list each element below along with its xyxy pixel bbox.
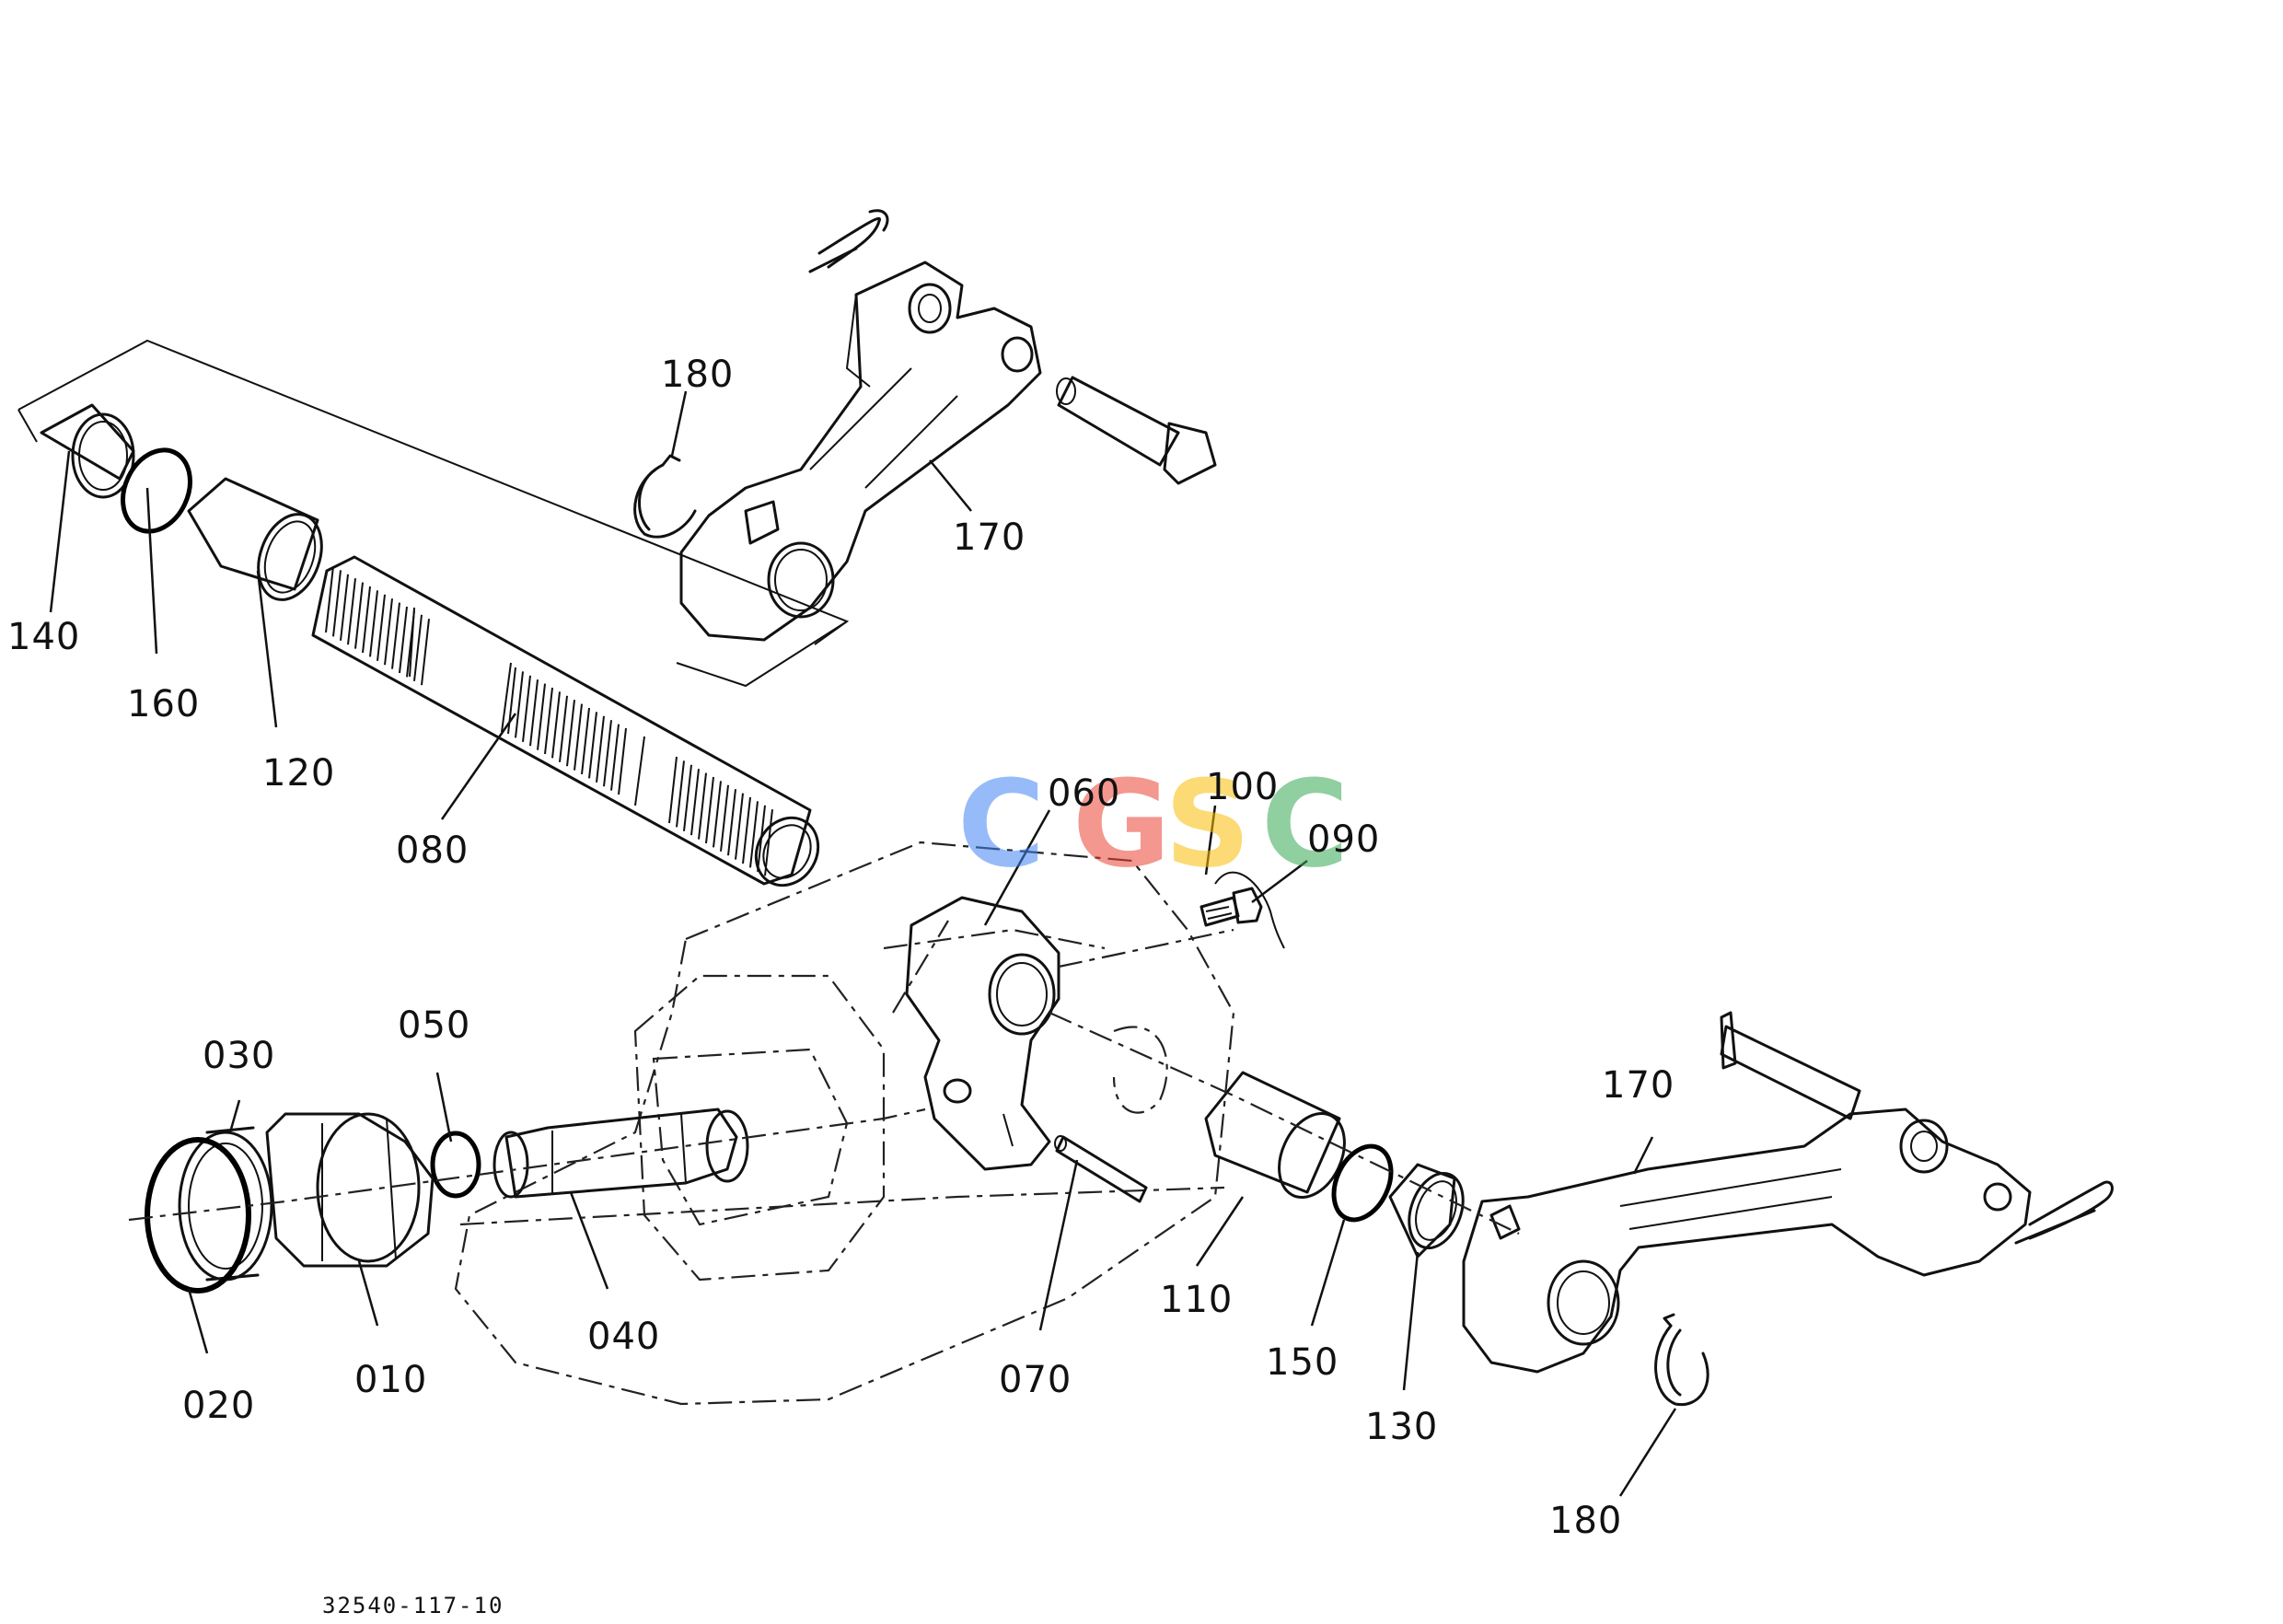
part-130-bushing bbox=[1388, 1163, 1465, 1259]
shaft-spline-ridge bbox=[705, 776, 714, 844]
cgsc-watermark-letter: C bbox=[1261, 754, 1349, 894]
shaft-spline-ridge bbox=[413, 614, 423, 681]
document-number: 32540-117-10 bbox=[322, 1593, 504, 1618]
callout-170-top: 170 bbox=[953, 516, 1026, 559]
leader-lines bbox=[49, 390, 1677, 1497]
shaft-spline-ridge bbox=[325, 565, 334, 633]
part-140-bushing bbox=[40, 403, 135, 499]
part-080-splined-shaft bbox=[311, 555, 820, 887]
part-170-lift-arm-top bbox=[679, 209, 1217, 642]
shaft-spline-ridge bbox=[757, 805, 766, 872]
shaft-spline-ridge bbox=[713, 781, 722, 848]
shaft-spline-ridge bbox=[369, 590, 378, 657]
shaft-spline-ridge bbox=[515, 671, 524, 738]
part-160-o-ring bbox=[121, 447, 192, 534]
shaft-spline-ridge bbox=[551, 691, 561, 759]
transmission-housing bbox=[454, 841, 1235, 1406]
callout-060: 060 bbox=[1048, 772, 1120, 815]
shaft-spline-ridge bbox=[574, 703, 583, 771]
shaft-spline-ridge bbox=[683, 764, 692, 831]
callout-180-bottom: 180 bbox=[1549, 1500, 1622, 1542]
shaft-spline-ridge bbox=[332, 570, 342, 637]
part-070-spring-pin bbox=[1054, 1135, 1148, 1203]
shaft-spline-group-3 bbox=[668, 756, 773, 876]
callout-040: 040 bbox=[587, 1316, 660, 1358]
cgsc-watermark-letter: C bbox=[957, 754, 1045, 894]
assembly-center-lines bbox=[128, 920, 1520, 1235]
shaft-spline-ridge bbox=[559, 695, 568, 762]
cgsc-watermark: C G S C bbox=[957, 754, 1349, 894]
callout-180-top: 180 bbox=[661, 354, 734, 396]
shaft-spline-ridge bbox=[690, 769, 700, 836]
callout-090: 090 bbox=[1307, 818, 1380, 861]
shaft-spline-ridge bbox=[529, 679, 539, 747]
callout-100: 100 bbox=[1206, 766, 1279, 808]
part-180-snap-ring-bottom bbox=[1654, 1313, 1709, 1407]
shaft-spline-ridge bbox=[596, 715, 605, 783]
callout-170-right: 170 bbox=[1602, 1064, 1675, 1107]
part-020-backup-ring bbox=[145, 1137, 251, 1293]
callout-070: 070 bbox=[999, 1359, 1072, 1401]
bracket-outline-top bbox=[17, 339, 850, 688]
shaft-spline-ridge bbox=[676, 760, 685, 828]
shaft-spline-ridge bbox=[698, 772, 707, 840]
part-010-piston bbox=[265, 1112, 435, 1268]
shaft-spline-ridge bbox=[566, 700, 575, 767]
part-170-lift-arm-right bbox=[1462, 1011, 2114, 1374]
cgsc-watermark-letter: G bbox=[1072, 754, 1171, 894]
callout-050: 050 bbox=[398, 1004, 470, 1047]
part-110-sleeve bbox=[1204, 1071, 1346, 1200]
callout-140: 140 bbox=[7, 616, 80, 658]
shaft-spline-ridge bbox=[399, 606, 408, 674]
shaft-spline-ridge bbox=[727, 789, 736, 856]
callout-150: 150 bbox=[1266, 1341, 1339, 1384]
shaft-spline-ridge bbox=[362, 586, 371, 654]
shaft-spline-ridge bbox=[603, 720, 612, 787]
shaft-spline-ridge bbox=[735, 793, 744, 860]
callout-labels: 140 160 120 080 180 170 060 100 090 030 … bbox=[7, 354, 1675, 1542]
shaft-spline-ridge bbox=[749, 801, 759, 868]
shaft-spline-ridge bbox=[537, 683, 546, 750]
callout-080: 080 bbox=[396, 829, 469, 872]
shaft-spline-ridge bbox=[421, 619, 430, 686]
callout-110: 110 bbox=[1160, 1279, 1233, 1321]
part-090-bolt bbox=[1199, 887, 1263, 927]
part-060-rocker-arm bbox=[905, 896, 1060, 1171]
part-100-lock-wire bbox=[1214, 871, 1285, 949]
shaft-spline-ridge bbox=[610, 724, 620, 791]
shaft-spline-ridge bbox=[391, 602, 400, 669]
shaft-spline-ridge bbox=[340, 574, 349, 641]
callout-120: 120 bbox=[262, 752, 335, 795]
part-150-o-ring bbox=[1331, 1143, 1394, 1223]
callout-030: 030 bbox=[203, 1035, 275, 1077]
shaft-spline-ridge bbox=[588, 712, 597, 779]
part-040-shaft bbox=[493, 1108, 749, 1199]
shaft-spline-ridge bbox=[347, 578, 356, 645]
callout-020: 020 bbox=[182, 1385, 255, 1427]
part-180-snap-ring-top bbox=[633, 454, 697, 539]
shaft-spline-ridge bbox=[618, 727, 627, 795]
shaft-spline-ridge bbox=[377, 594, 386, 661]
shaft-spline-ridge bbox=[720, 784, 729, 852]
shaft-spline-ridge bbox=[742, 796, 751, 864]
callout-160: 160 bbox=[127, 683, 200, 725]
part-050-o-ring bbox=[430, 1131, 481, 1199]
shaft-spline-group-2 bbox=[507, 667, 627, 795]
shaft-spline-ridge bbox=[668, 756, 678, 824]
shaft-spline-ridge bbox=[581, 707, 590, 775]
shaft-spline-ridge bbox=[544, 687, 553, 755]
shaft-spline-ridge bbox=[522, 675, 531, 742]
shaft-spline-group-1 bbox=[325, 565, 430, 686]
callout-130: 130 bbox=[1365, 1406, 1438, 1448]
shaft-spline-ridge bbox=[384, 598, 393, 666]
callout-010: 010 bbox=[354, 1359, 427, 1401]
shaft-spline-ridge bbox=[354, 582, 364, 649]
shaft-spline-ridge bbox=[764, 809, 773, 876]
cgsc-watermark-letter: S bbox=[1165, 754, 1251, 894]
part-120-sleeve bbox=[187, 477, 323, 601]
